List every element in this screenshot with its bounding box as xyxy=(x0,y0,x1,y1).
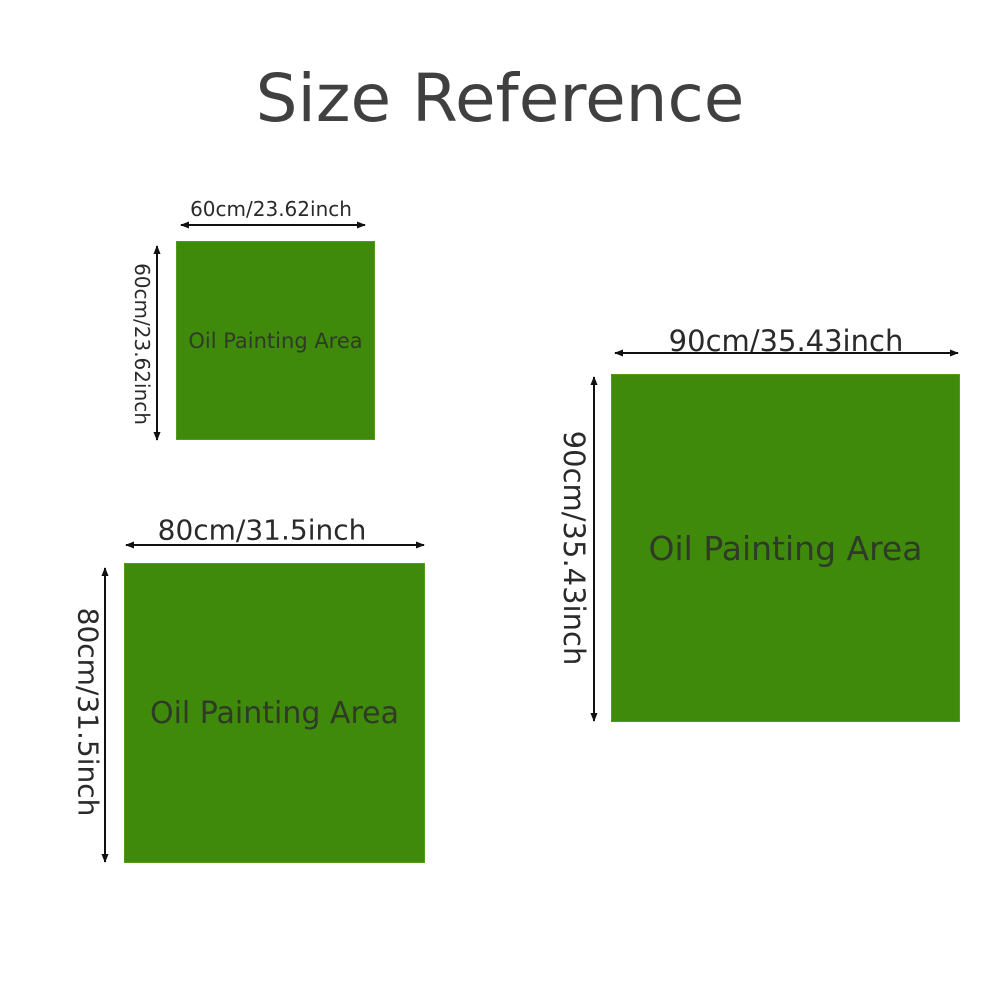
large-painting-area: Oil Painting Area xyxy=(611,374,960,722)
medium-painting-area-label: Oil Painting Area xyxy=(149,695,400,731)
large-width-label: 90cm/35.43inch xyxy=(668,324,904,358)
page-title: Size Reference xyxy=(255,60,745,137)
small-width-label: 60cm/23.62inch xyxy=(190,197,352,221)
large-painting-area-label: Oil Painting Area xyxy=(648,528,923,568)
small-height-label: 60cm/23.62inch xyxy=(130,263,154,425)
medium-width-label: 80cm/31.5inch xyxy=(157,513,367,547)
small-painting-area: Oil Painting Area xyxy=(176,241,375,440)
small-painting-area-label: Oil Painting Area xyxy=(188,328,363,353)
medium-painting-area: Oil Painting Area xyxy=(124,563,425,863)
large-height-label: 90cm/35.43inch xyxy=(557,430,591,666)
medium-height-label: 80cm/31.5inch xyxy=(71,607,105,817)
